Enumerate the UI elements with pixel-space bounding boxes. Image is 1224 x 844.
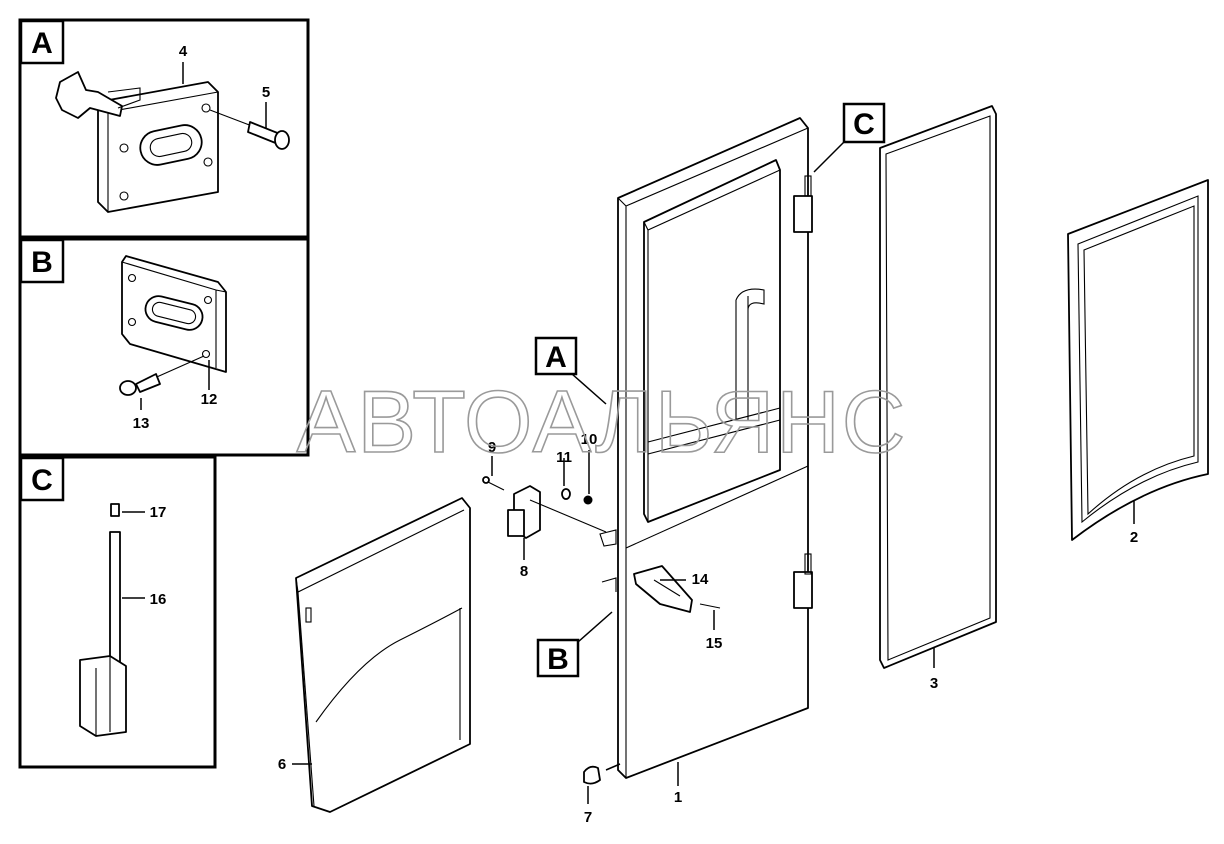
view-label-b: B (547, 643, 569, 676)
callout-10: 10 (581, 431, 598, 448)
inset-a-label: A (31, 27, 53, 60)
cover-plate (121, 255, 227, 373)
callout-3: 3 (930, 675, 938, 692)
callout-7: 7 (584, 809, 592, 826)
screw-5 (209, 109, 290, 150)
callout-1: 1 (674, 789, 682, 806)
inset-c-label: C (31, 464, 53, 497)
screw-13 (119, 355, 205, 396)
hinge-pin (79, 503, 127, 737)
callout-8: 8 (520, 563, 528, 580)
inset-b: B 13 12 (18, 237, 310, 457)
callout-16: 16 (150, 591, 167, 608)
callout-2: 2 (1130, 529, 1138, 546)
watermark: АВТОАЛЬЯНС (297, 372, 908, 471)
latch-handle-plate (55, 71, 219, 213)
plug-7 (583, 765, 601, 785)
callout-13: 13 (133, 415, 150, 432)
inset-b-label: B (31, 246, 53, 279)
callout-5: 5 (262, 84, 270, 101)
callout-17: 17 (150, 504, 167, 521)
door-seal (879, 105, 997, 669)
inner-trim-panel (295, 497, 471, 813)
callout-4: 4 (179, 43, 188, 60)
latch-assembly (482, 476, 607, 539)
callout-6: 6 (278, 756, 286, 773)
callout-9: 9 (488, 439, 496, 456)
inset-a: A 4 5 (18, 18, 310, 239)
inset-c: C 17 16 (18, 455, 217, 769)
view-label-a: A (545, 341, 567, 374)
door-glass (1067, 179, 1209, 541)
door-panel (599, 117, 813, 779)
view-label-c: C (853, 108, 875, 141)
callout-14: 14 (692, 571, 709, 588)
callout-15: 15 (706, 635, 723, 652)
callout-11: 11 (556, 449, 572, 466)
callout-12: 12 (201, 391, 218, 408)
